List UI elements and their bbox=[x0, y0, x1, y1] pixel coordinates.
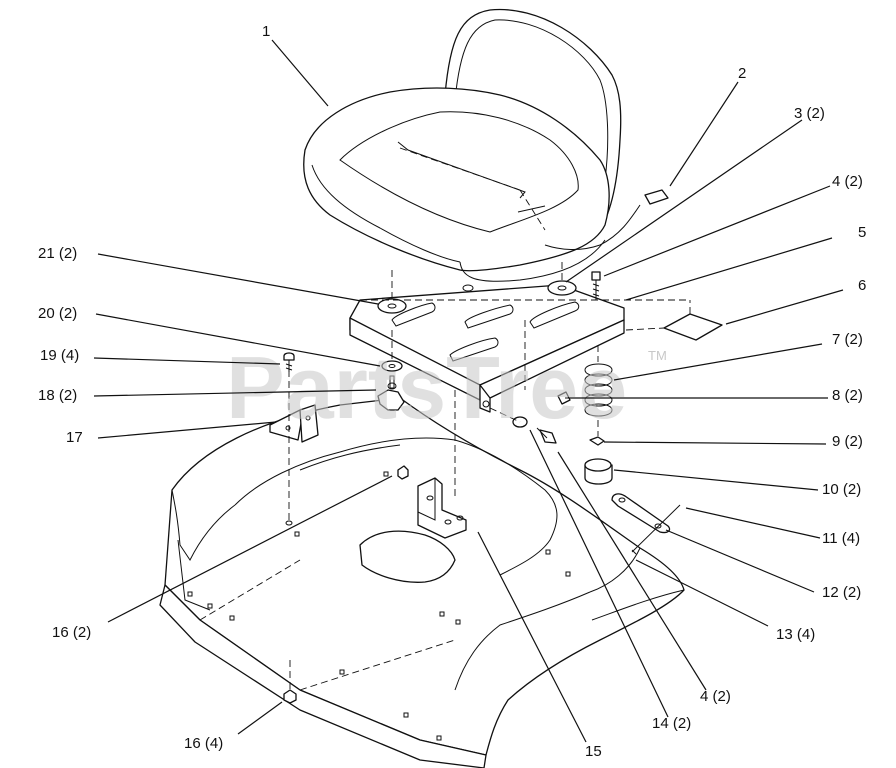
callouts: 1 2 3 (2) 4 (2) 5 6 7 (2) 8 (2) 9 (2) 10… bbox=[38, 23, 866, 760]
bracket-15 bbox=[417, 477, 467, 539]
leader-lines bbox=[93, 39, 844, 743]
callout-18: 18 (2) bbox=[38, 387, 77, 404]
callout-11: 11 (4) bbox=[822, 530, 860, 547]
bumper bbox=[584, 420, 613, 485]
callout-4a: 4 (2) bbox=[832, 173, 863, 190]
callout-9: 9 (2) bbox=[832, 433, 863, 450]
callout-4b: 4 (2) bbox=[700, 688, 731, 705]
callout-3: 3 (2) bbox=[794, 105, 825, 122]
seat bbox=[303, 8, 622, 292]
fender-holes bbox=[187, 471, 571, 741]
seat-mount-plate bbox=[349, 262, 690, 500]
seat-switch bbox=[544, 189, 669, 250]
callout-16b: 16 (2) bbox=[52, 624, 91, 641]
watermark: PartsTree TM bbox=[226, 338, 667, 437]
callout-19: 19 (4) bbox=[40, 347, 79, 364]
callout-21: 21 (2) bbox=[38, 245, 77, 262]
callout-20: 20 (2) bbox=[38, 305, 77, 322]
callout-5: 5 bbox=[858, 224, 866, 241]
screw-19 bbox=[283, 352, 295, 372]
washer-20 bbox=[381, 330, 403, 372]
callout-2: 2 bbox=[738, 65, 746, 82]
watermark-trademark: TM bbox=[648, 348, 667, 363]
fender-pan bbox=[159, 397, 685, 768]
knob-18 bbox=[377, 375, 405, 411]
callout-12: 12 (2) bbox=[822, 584, 861, 601]
watermark-text: PartsTree bbox=[226, 338, 627, 437]
callout-13: 13 (4) bbox=[776, 626, 815, 643]
pad bbox=[625, 300, 723, 341]
bracket-17 bbox=[269, 370, 319, 520]
washer-bolt-14 bbox=[489, 407, 557, 444]
callout-1: 1 bbox=[262, 23, 270, 40]
hinge-plate-12 bbox=[611, 493, 681, 555]
callout-17: 17 bbox=[66, 429, 83, 446]
callout-8: 8 (2) bbox=[832, 387, 863, 404]
nut-16 bbox=[283, 465, 409, 704]
callout-6: 6 bbox=[858, 277, 866, 294]
callout-10: 10 (2) bbox=[822, 481, 861, 498]
callout-16a: 16 (4) bbox=[184, 735, 223, 752]
callout-14: 14 (2) bbox=[652, 715, 691, 732]
spring bbox=[584, 345, 613, 417]
callout-7: 7 (2) bbox=[832, 331, 863, 348]
callout-15: 15 bbox=[585, 743, 602, 760]
